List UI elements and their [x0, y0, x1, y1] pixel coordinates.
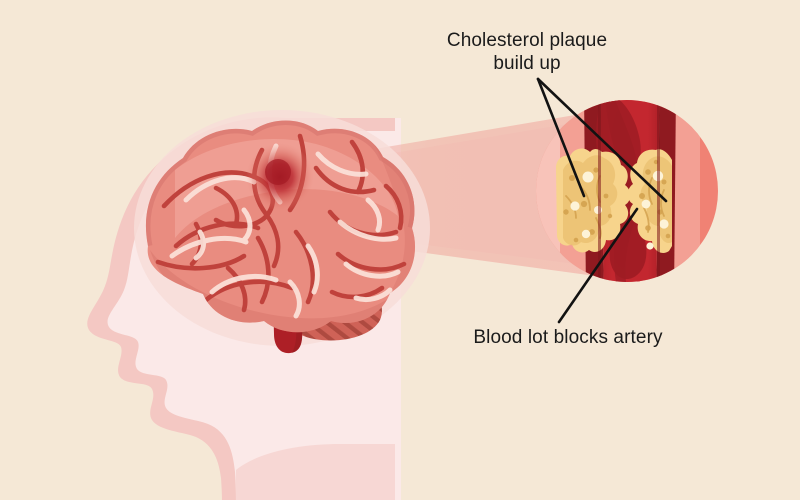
plaque-left-highlights — [570, 171, 602, 239]
leader-line-clot — [557, 207, 639, 324]
head-right-fill — [395, 118, 401, 500]
leader-line-plaque-left — [536, 77, 586, 198]
artery-inner-edge-left — [598, 100, 601, 282]
plaque-right-streaks — [643, 177, 665, 233]
cerebrum-rim-shade — [145, 120, 416, 247]
stroke-lesion-core — [265, 159, 291, 185]
artery-inner-edge-right — [657, 100, 660, 282]
plaque-left-specks — [563, 167, 613, 243]
neck-shading — [236, 444, 400, 500]
leader-line-plaque-right — [536, 77, 668, 203]
artery-magnified-view — [536, 100, 718, 282]
label-blood-clot: Blood lot blocks artery — [473, 327, 663, 348]
leader-lines — [536, 77, 668, 324]
brain — [134, 110, 430, 354]
label-cholesterol-plaque: Cholesterol plaque build up — [446, 30, 608, 75]
